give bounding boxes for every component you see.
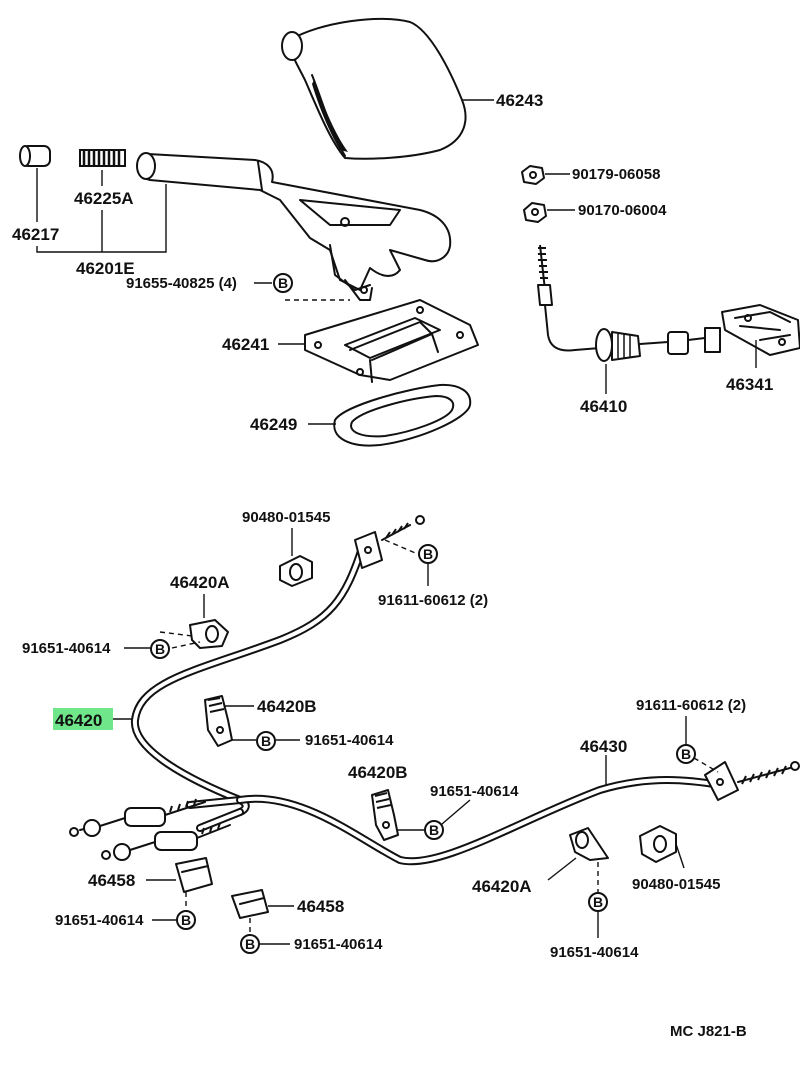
label-bolt-clamp-b-lower: 91651-40614 xyxy=(430,783,519,800)
label-nut2: 90170-06004 xyxy=(578,202,667,219)
cable-rh-part xyxy=(236,761,800,866)
label-base: 46241 xyxy=(222,335,269,354)
label-clamp-a-right: 46420A xyxy=(472,877,532,896)
label-bolt-clamp-b-upper: 91651-40614 xyxy=(305,732,394,749)
label-nut1: 90179-06058 xyxy=(572,166,660,183)
seal-part xyxy=(333,383,472,447)
lever-part xyxy=(136,152,452,301)
svg-text:B: B xyxy=(155,641,165,657)
bolt-icon: B xyxy=(256,731,276,751)
clamp-b-part xyxy=(371,789,399,841)
svg-text:B: B xyxy=(278,275,288,291)
equalizer-part xyxy=(721,304,800,356)
label-clamp-b-upper: 46420B xyxy=(257,697,317,716)
svg-text:B: B xyxy=(181,912,191,928)
label-equalizer: 46341 xyxy=(726,375,773,394)
bolt-icon: B xyxy=(240,934,260,954)
intermediate-lever-part xyxy=(537,244,721,362)
svg-text:B: B xyxy=(423,546,433,562)
nut-icon xyxy=(521,165,545,185)
svg-text:B: B xyxy=(261,733,271,749)
label-bolt-clamp-a-right: 91651-40614 xyxy=(550,944,639,961)
label-intermediate-lever: 46410 xyxy=(580,397,627,416)
label-clamp-b-lower: 46420B xyxy=(348,763,408,782)
cable-main-highlight xyxy=(53,708,113,730)
bolt-icon: B xyxy=(424,820,444,840)
label-bolt-cable-right: 91611-60612 (2) xyxy=(636,697,746,714)
svg-text:B: B xyxy=(681,746,691,762)
bracket-part xyxy=(231,889,269,919)
label-cable-rh: 46430 xyxy=(580,737,627,756)
label-spring: 46225A xyxy=(74,189,134,208)
label-grommet-left: 90480-01545 xyxy=(242,509,330,526)
label-cable-main[interactable]: 46420 xyxy=(55,711,102,730)
bolt-icon: B xyxy=(588,892,608,912)
label-grommet-right: 90480-01545 xyxy=(632,876,720,893)
grip-part xyxy=(19,145,51,167)
clamp-a-part xyxy=(569,827,609,861)
label-bracket-left: 46458 xyxy=(88,871,135,890)
label-lever-assy: 46201E xyxy=(76,259,135,278)
svg-text:B: B xyxy=(593,894,603,910)
bolt-icon: B xyxy=(150,639,170,659)
svg-text:B: B xyxy=(429,822,439,838)
label-seal: 46249 xyxy=(250,415,297,434)
clamp-a-part xyxy=(189,619,229,649)
cable-left-ends xyxy=(69,796,244,861)
svg-text:B: B xyxy=(245,936,255,952)
boot-part xyxy=(281,17,467,160)
label-bolt-bracket-left: 91651-40614 xyxy=(55,912,144,929)
grommet-part xyxy=(279,555,313,587)
label-bracket-right: 46458 xyxy=(297,897,344,916)
label-grip: 46217 xyxy=(12,225,59,244)
diagram-code: MC J821-B xyxy=(670,1023,747,1040)
bolt-icon: B xyxy=(418,544,438,564)
bracket-part xyxy=(175,857,213,893)
base-part xyxy=(304,299,479,383)
bolt-icon: B xyxy=(676,744,696,764)
bolt-icon: B xyxy=(176,910,196,930)
grommet-part xyxy=(639,825,677,863)
label-bolt-top: 91655-40825 (4) xyxy=(126,275,237,292)
label-boot: 46243 xyxy=(496,91,543,110)
label-bolt-clamp-a-left: 91651-40614 xyxy=(22,640,111,657)
clamp-b-part xyxy=(204,695,233,747)
bolt-icon: B xyxy=(273,273,293,293)
spring-part xyxy=(79,149,126,167)
nut-icon xyxy=(523,202,547,223)
label-bolt-cable-left: 91611-60612 (2) xyxy=(378,592,488,609)
label-bolt-bracket-right: 91651-40614 xyxy=(294,936,383,953)
label-clamp-a-left: 46420A xyxy=(170,573,230,592)
